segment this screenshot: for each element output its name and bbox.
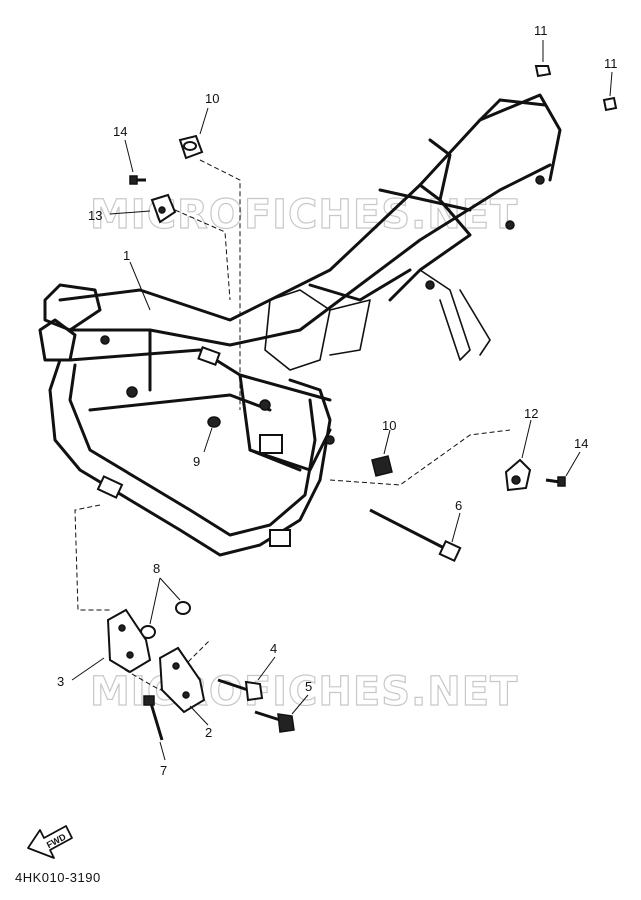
callout-8: 8 xyxy=(153,561,160,576)
part-2-engine-bracket-right xyxy=(158,646,206,714)
part-6-long-bolt xyxy=(369,508,462,563)
callout-2: 2 xyxy=(205,725,212,740)
callout-1: 1 xyxy=(123,248,130,263)
callout-6: 6 xyxy=(455,498,462,513)
part-14-bolt-upper xyxy=(129,175,146,185)
forward-arrow-icon: FWD xyxy=(27,825,73,859)
part-5-bolt xyxy=(254,710,295,733)
callout-10: 10 xyxy=(382,418,396,433)
callout-14: 14 xyxy=(113,124,127,139)
part-11-cap-a xyxy=(534,65,552,78)
part-9-nut xyxy=(207,416,221,428)
part-8-nut-a xyxy=(175,601,191,615)
callout-7: 7 xyxy=(160,763,167,778)
part-10-bushing-upper xyxy=(178,134,204,160)
part-3-engine-bracket-left xyxy=(106,608,152,674)
part-10-bushing-lower xyxy=(371,455,393,477)
callout-9: 9 xyxy=(193,454,200,469)
callout-3: 3 xyxy=(57,674,64,689)
callout-11: 11 xyxy=(534,23,548,38)
diagram-code: 4HK010-3190 xyxy=(15,870,101,885)
callout-4: 4 xyxy=(270,641,277,656)
part-7-bolt xyxy=(143,695,164,741)
callout-11: 11 xyxy=(604,56,618,71)
part-13-bracket-upper xyxy=(150,193,177,224)
part-14-bolt-right xyxy=(545,476,566,487)
part-11-cap-b xyxy=(602,96,618,112)
part-4-bolt xyxy=(217,678,264,702)
callout-12: 12 xyxy=(524,406,538,421)
main-frame xyxy=(38,93,562,557)
callout-10: 10 xyxy=(205,91,219,106)
callout-13: 13 xyxy=(88,208,102,223)
callout-14: 14 xyxy=(574,436,588,451)
part-12-bracket-right xyxy=(504,458,532,492)
callout-5: 5 xyxy=(305,679,312,694)
